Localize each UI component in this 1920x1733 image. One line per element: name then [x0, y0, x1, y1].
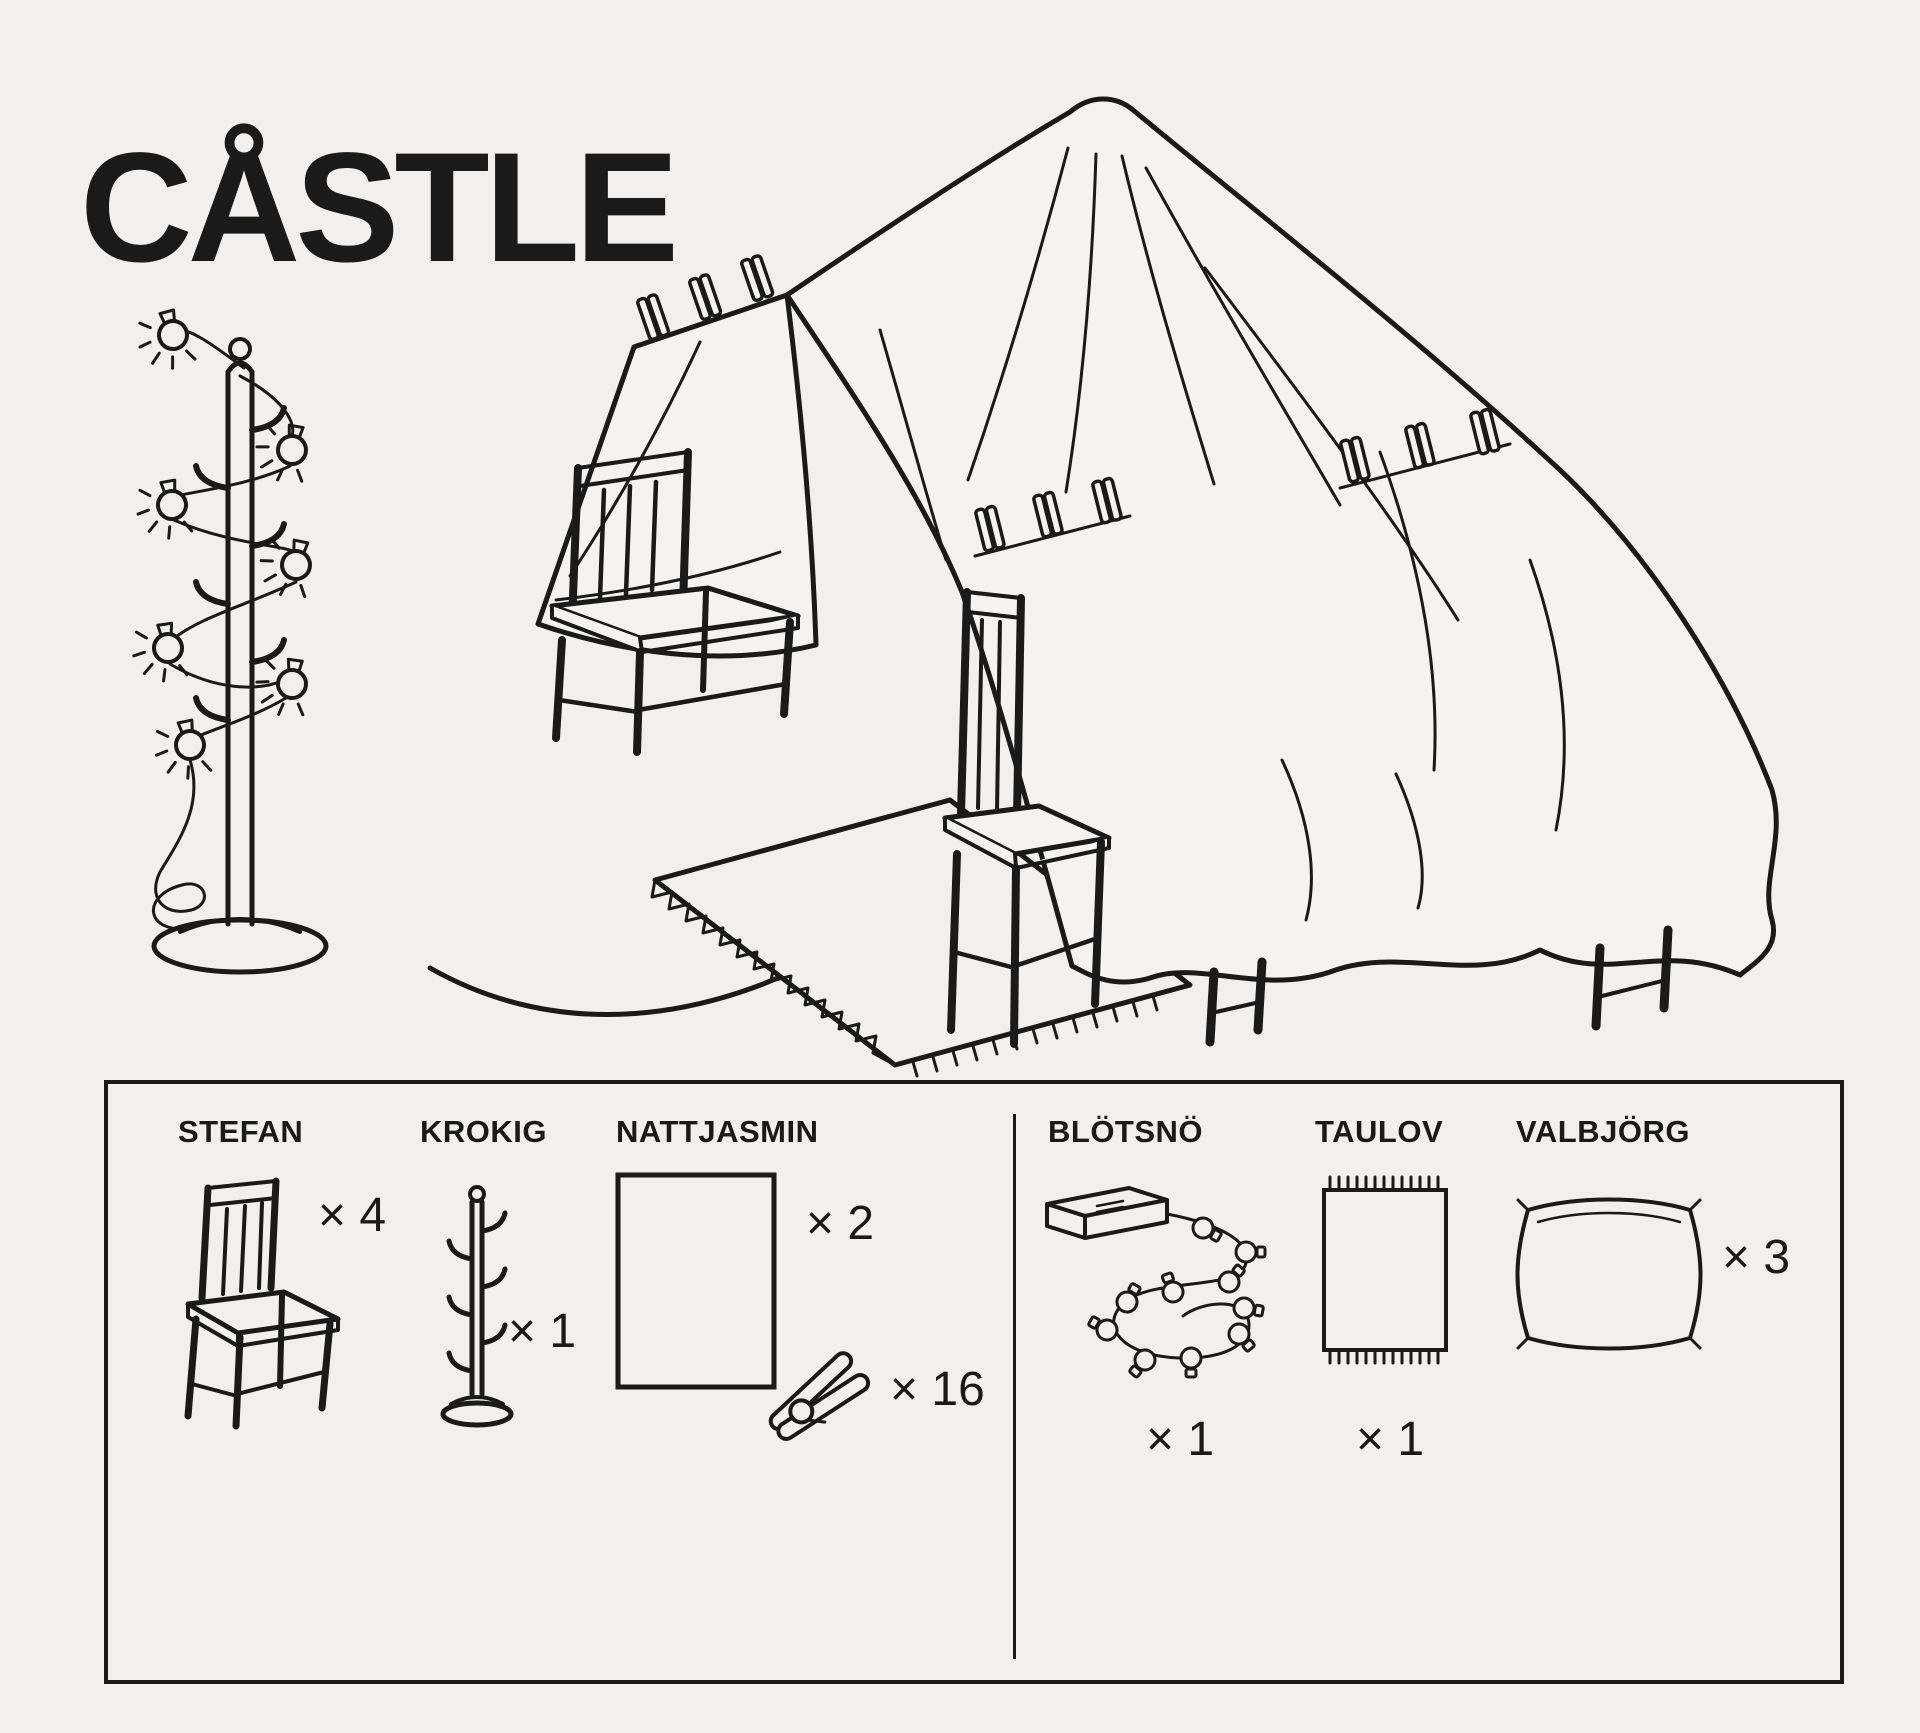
part-label-stefan: STEFAN — [178, 1114, 304, 1149]
rug-icon — [1310, 1168, 1460, 1373]
pillow-icon — [1504, 1184, 1714, 1369]
part-label-krokig: KROKIG — [420, 1114, 547, 1149]
coat-rack-with-lights — [130, 308, 329, 975]
sheet-icon — [613, 1170, 779, 1392]
part-label-nattjasmin: NATTJASMIN — [616, 1114, 819, 1149]
clothespin-icon — [756, 1336, 886, 1456]
part-label-taulov: TAULOV — [1315, 1114, 1444, 1149]
qty-clothespin: × 16 — [890, 1363, 985, 1416]
string-lights-icon — [1033, 1168, 1303, 1403]
page-title: CÅSTLE — [80, 120, 679, 295]
qty-stefan: × 4 — [318, 1189, 387, 1242]
qty-valbjorg: × 3 — [1722, 1231, 1791, 1284]
chair-icon — [150, 1172, 370, 1437]
light-cord — [152, 328, 298, 931]
left-chair — [549, 448, 801, 756]
coat-rack-icon — [413, 1176, 543, 1441]
part-label-valbjorg: VALBJÖRG — [1516, 1114, 1690, 1149]
fort-illustration-svg — [0, 96, 1779, 1078]
parts-box: STEFAN KROKIG NATTJASMIN BLÖTSNÖ TAULOV … — [104, 1080, 1844, 1684]
qty-krokig: × 1 — [508, 1305, 577, 1358]
rear-chair-legs — [1205, 925, 1673, 1047]
qty-nattjasmin: × 2 — [806, 1197, 875, 1250]
light-bulbs — [130, 308, 316, 784]
part-label-blotsno: BLÖTSNÖ — [1048, 1114, 1204, 1149]
fort-illustration — [0, 96, 1779, 1078]
rug — [650, 797, 1193, 1078]
front-chair — [942, 588, 1112, 1048]
qty-blotsno: × 1 — [1146, 1413, 1215, 1466]
left-sheet-panel — [535, 292, 819, 659]
parts-divider — [1013, 1114, 1016, 1659]
qty-taulov: × 1 — [1356, 1413, 1425, 1466]
